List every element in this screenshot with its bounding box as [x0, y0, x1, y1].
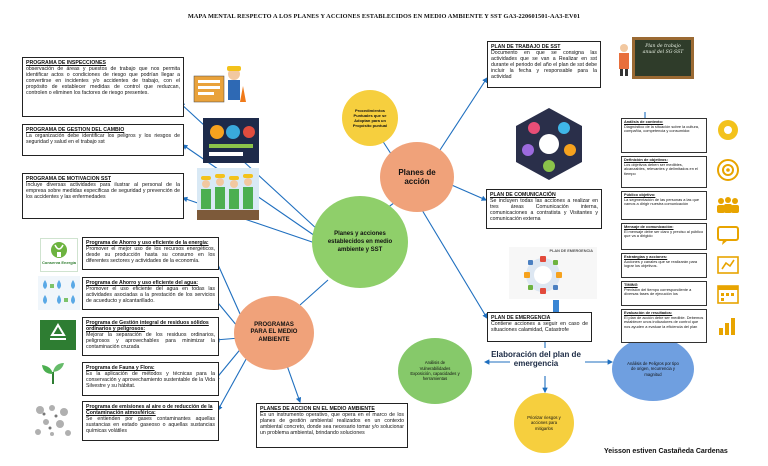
box-plan-trabajo: PLAN DE TRABAJO DE SST Documento en que …: [487, 41, 601, 88]
box-heading: Programa de Gestión integral de residuos…: [86, 320, 209, 333]
step-mensaje-comunicacion: Mensaje de comunicación: El mensaje debe…: [621, 223, 707, 250]
step-publico-objetivo: Público objetivo: La segmentación de las…: [621, 191, 707, 220]
vulnerabilidades-node: Análisis de Vulnerabilidades Exposición,…: [398, 338, 472, 404]
box-motivacion-sst: PROGRAMA DE MOTIVACION SST Incluye diver…: [22, 173, 184, 219]
target-icon: [717, 159, 739, 181]
box-plan-comunicacion: PLAN DE COMUNICACIÓN Se incluyen todas l…: [486, 189, 602, 229]
box-programa-inspecciones: PROGRAMA DE INSPECCIONES observación de …: [22, 57, 184, 117]
results-chart-icon: [719, 318, 735, 335]
motivation-team-icon: [197, 168, 259, 220]
step-heading: Mensaje de comunicación:: [624, 224, 674, 229]
step-definicion-objetivos: Definición de objetivos: Los objetivos d…: [621, 156, 707, 188]
box-heading: PLAN DE TRABAJO DE SST: [491, 44, 561, 50]
box-heading: PLAN DE EMERGENCIA: [491, 315, 551, 321]
energy-logo-text: Conserva Energía: [41, 260, 76, 265]
programas-node: PROGRAMAS PARA EL MEDIO AMBIENTE: [234, 296, 314, 370]
head-gear-icon: [718, 120, 738, 140]
box-residuos-solidos: Programa de Gestión integral de residuos…: [82, 317, 219, 356]
page-title: MAPA MENTAL RESPECTO A LOS PLANES Y ACCI…: [187, 13, 581, 20]
box-emisiones-aire: Programa de emisiones al aire o de reduc…: [82, 401, 219, 441]
box-body: Promover el uso eficiente del agua en to…: [86, 286, 215, 305]
change-management-icon: [203, 118, 259, 163]
box-ahorro-energia: Programa de Ahorro y uso eficiente de la…: [82, 237, 219, 270]
step-heading: TIMING: [624, 282, 638, 287]
box-body: Se entienden por gases contaminantes aqu…: [86, 416, 215, 435]
box-gestion-cambio: PROGRAMA DE GESTION DEL CAMBIO La organi…: [22, 124, 184, 156]
step-body: El plan de acción debe ser medible. Debe…: [624, 314, 704, 329]
box-body: Es la aplicación de métodos y técnicas p…: [86, 371, 215, 390]
message-icon: [717, 226, 739, 245]
box-body: La organización debe identificar los pel…: [26, 133, 180, 146]
box-body: Es un instrumento operativo, que opera e…: [260, 412, 404, 437]
emergency-wheel-icon: [524, 256, 562, 294]
box-body: Incluye diversas actividades para ilustr…: [26, 182, 180, 201]
step-evaluacion-resultados: Evaluación de resultados: El plan de acc…: [621, 309, 707, 343]
priorizar-node: Priorizar riesgos y acciones para mitiga…: [514, 393, 574, 453]
box-heading: PLAN DE COMUNICACIÓN: [490, 192, 556, 198]
box-heading: PROGRAMA DE INSPECCIONES: [26, 60, 106, 66]
chalkboard-image: Plan de trabajo anual del SG-SST: [632, 37, 694, 79]
box-body: observación de áreas y puestos de trabaj…: [26, 66, 180, 97]
audience-icon: [717, 197, 739, 213]
box-ahorro-agua: Programa de Ahorro y uso eficiente del a…: [82, 277, 219, 310]
box-heading: Programa de Ahorro y uso eficiente del a…: [86, 280, 198, 286]
communication-hexagon-icon: [516, 108, 582, 180]
box-body: Documento en que se consigna las activid…: [491, 50, 597, 81]
plan-emergencia-image-label: PLAN DE EMERGENCIA: [549, 249, 593, 253]
step-body: Los objetivos deben ser medibles, alcanz…: [624, 161, 698, 176]
step-body: Acciones y canales que se realizarán par…: [624, 258, 698, 269]
strategy-icon: [717, 256, 739, 274]
step-heading: Público objetivo:: [624, 192, 656, 197]
step-body: Previsión del tiempo correspondiente a d…: [624, 286, 692, 297]
peligros-node: Análisis de Peligros por tipo de origen,…: [612, 337, 694, 401]
step-analisis-contexto: Análisis de contexto: Diagnóstico de la …: [621, 118, 707, 153]
inspection-illustration-icon: [193, 66, 246, 103]
box-plan-emergencia: PLAN DE EMERGENCIA Contiene acciones a s…: [487, 312, 592, 342]
step-heading: Estrategias y acciones:: [624, 254, 668, 259]
box-heading: PLANES DE ACCION EN EL MEDIO AMBIENTE: [260, 406, 375, 412]
author-name: Yeisson estiven Castañeda Cardenas: [604, 448, 728, 455]
box-body: Contiene acciones a seguir en caso de si…: [491, 321, 588, 334]
water-saving-icon: [38, 276, 80, 310]
planes-accion-node: Planes de acción: [380, 142, 454, 212]
box-heading: Programa de emisiones al aire o de reduc…: [86, 404, 213, 417]
box-heading: Programa de Fauna y Flora:: [86, 365, 155, 371]
energy-logo-icon: Conserva Energía: [40, 238, 78, 272]
box-heading: PROGRAMA DE GESTION DEL CAMBIO: [26, 127, 125, 133]
step-body: La segmentación de las personas a las qu…: [624, 196, 700, 207]
step-body: Diagnóstico de la situación sobre la cul…: [624, 123, 700, 134]
box-body: Promover el mejor uso de los recursos en…: [86, 246, 215, 265]
step-body: El mensaje debe ser claro y preciso al p…: [624, 228, 704, 239]
step-estrategias-acciones: Estrategias y acciones: Acciones y canal…: [621, 253, 707, 278]
calendar-icon: [717, 285, 739, 304]
teacher-figure-icon: [619, 44, 629, 76]
air-pollution-icon: [35, 405, 71, 436]
step-heading: Evaluación de resultados:: [624, 310, 673, 315]
elaboracion-plan-title: Elaboración del plan de emergencia: [491, 350, 581, 368]
plant-icon: [42, 363, 64, 384]
box-planes-accion-ma: PLANES DE ACCION EN EL MEDIO AMBIENTE Es…: [256, 403, 408, 448]
box-body: Se incluyen todas las acciones a realiza…: [490, 198, 598, 223]
box-heading: Programa de Ahorro y uso eficiente de la…: [86, 240, 209, 246]
plan-emergencia-image: PLAN DE EMERGENCIA: [509, 247, 597, 299]
step-timing: TIMING Previsión del tiempo correspondie…: [621, 281, 707, 306]
box-heading: PROGRAMA DE MOTIVACION SST: [26, 176, 112, 182]
center-node: Planes y acciones establecidos en medio …: [312, 196, 408, 288]
box-body: Mejorar la separación de los residuos or…: [86, 332, 215, 351]
step-heading: Análisis de contexto:: [624, 119, 664, 124]
step-heading: Definición de objetivos:: [624, 157, 668, 162]
box-fauna-flora: Programa de Fauna y Flora: Es la aplicac…: [82, 362, 219, 396]
recycle-icon: [40, 320, 76, 350]
procedimientos-node: Procedimientos Puntuales que se Adoptan …: [342, 90, 398, 146]
